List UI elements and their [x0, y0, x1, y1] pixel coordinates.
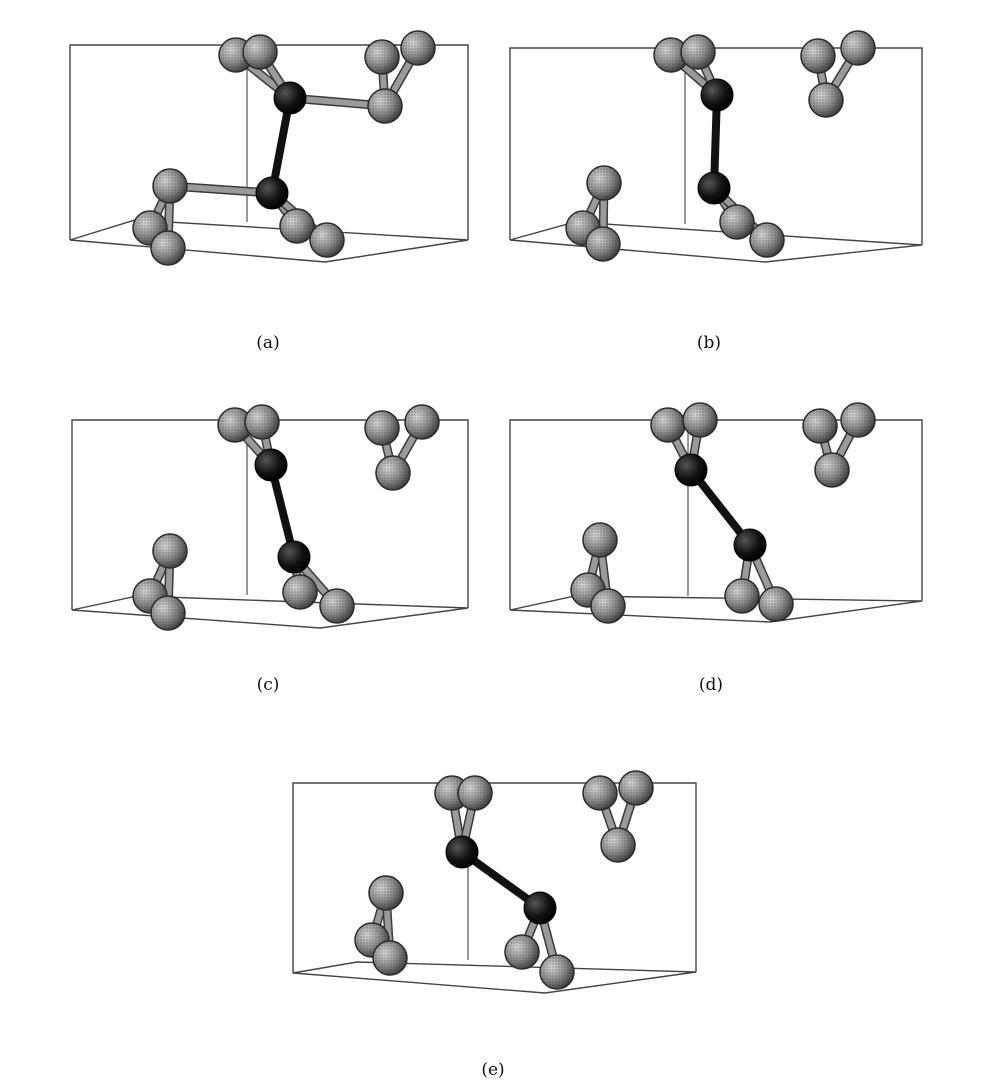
panel-c-atom-texture-9 [321, 590, 353, 622]
caption-b: (b) [696, 333, 722, 353]
panel-a-atom-texture-1 [244, 36, 276, 68]
panel-d-atom-texture-9 [760, 588, 792, 620]
panel-e-atom-texture-9 [541, 956, 573, 988]
panel-b-atom-texture-7 [587, 228, 619, 260]
panel-d-dark-atom-1 [733, 528, 767, 562]
panel-e-atom-texture-2 [584, 777, 616, 809]
panel-c-atom-texture-3 [406, 406, 438, 438]
panel-a-atom-texture-5 [154, 170, 186, 202]
panel-c-atom-texture-0 [219, 409, 251, 441]
panel-e-atom-texture-3 [620, 772, 652, 804]
panel-d-atom-texture-3 [842, 404, 874, 436]
panel-d-atom-texture-1 [684, 404, 716, 436]
panel-e-atom-texture-1 [459, 777, 491, 809]
panel-a-atom-texture-9 [311, 224, 343, 256]
panel-b-atom-texture-0 [655, 39, 687, 71]
panel-d-atom-texture-0 [652, 409, 684, 441]
panel-b-dark-atom-0 [700, 78, 734, 112]
panel-d-atom-texture-7 [592, 590, 624, 622]
panel-a-atom-texture-3 [402, 32, 434, 64]
panel-d-atom-texture-2 [804, 410, 836, 442]
panel-a-dark-atom-1 [255, 176, 289, 210]
panel-c-atom-texture-2 [366, 412, 398, 444]
panel-c-atom-texture-1 [246, 406, 278, 438]
panel-d-atom-texture-8 [726, 580, 758, 612]
panel-e-atom-texture-7 [374, 942, 406, 974]
panel-d-atom-texture-4 [816, 454, 848, 486]
panel-e-box [292, 782, 697, 994]
panel-a [69, 30, 469, 266]
panel-e-dark-atom-0 [445, 835, 479, 869]
panel-b-atom-texture-3 [842, 32, 874, 64]
panel-a-atom-texture-4 [369, 90, 401, 122]
panel-a-atom-texture-8 [281, 210, 313, 242]
caption-a: (a) [256, 333, 280, 353]
panel-b-atom-texture-1 [682, 36, 714, 68]
panel-c-dark-atom-0 [254, 448, 288, 482]
panel-a-atom-texture-7 [152, 232, 184, 264]
panel-e-atom-texture-8 [506, 936, 538, 968]
panel-c [71, 404, 469, 631]
panel-e-dark-atom-1 [523, 891, 557, 925]
panel-b-atom-texture-8 [721, 206, 753, 238]
panel-b-atom-texture-9 [751, 224, 783, 256]
panel-c-atom-texture-5 [154, 535, 186, 567]
panel-b [509, 30, 923, 263]
panel-b-atom-texture-2 [802, 40, 834, 72]
panel-b-atom-texture-5 [588, 167, 620, 199]
panel-a-atom-texture-2 [366, 41, 398, 73]
panel-b-dark-atom-1 [697, 171, 731, 205]
panel-c-atom-texture-8 [284, 576, 316, 608]
caption-c: (c) [256, 675, 280, 695]
panel-b-atom-texture-4 [810, 84, 842, 116]
panel-a-dark-atom-0 [273, 81, 307, 115]
panel-e-atom-texture-5 [370, 877, 402, 909]
panel-e [292, 770, 697, 994]
caption-d: (d) [698, 675, 724, 695]
panel-c-atom-texture-7 [152, 597, 184, 629]
caption-e: (e) [481, 1060, 505, 1080]
panel-d-dark-atom-0 [674, 453, 708, 487]
panel-d-atom-texture-5 [584, 524, 616, 556]
panel-d [509, 402, 923, 624]
panel-e-atom-texture-4 [602, 829, 634, 861]
panel-c-atom-texture-4 [377, 457, 409, 489]
panel-c-dark-atom-1 [277, 540, 311, 574]
